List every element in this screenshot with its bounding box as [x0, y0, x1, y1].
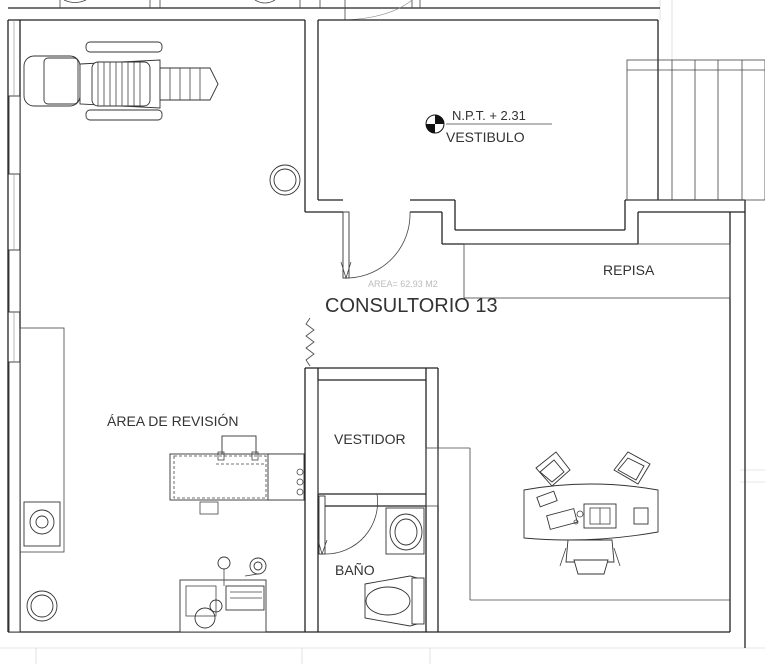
toilet: [364, 575, 425, 627]
area-note: AREA= 62.93 M2: [368, 279, 438, 289]
treatment-chair: [23, 41, 219, 121]
round-stool-upper: [269, 164, 301, 196]
repisa-shelf: [463, 243, 731, 299]
entrance-door: [340, 211, 411, 280]
consultorio-title: CONSULTORIO 13: [325, 295, 498, 317]
left-counter: [19, 327, 65, 553]
vestidor-label: VESTIDOR: [334, 431, 406, 447]
bano-door: [317, 493, 378, 556]
npt-level-label: N.P.T. + 2.31: [452, 108, 526, 123]
level-marker-icon: [425, 114, 552, 134]
sink-bano: [385, 507, 425, 555]
bano-label: BAÑO: [335, 562, 375, 578]
examination-table: [169, 435, 305, 515]
stairs: [626, 59, 765, 201]
dental-cart: [179, 556, 267, 633]
office-desk: [523, 451, 659, 575]
area-revision-label: ÁREA DE REVISIÓN: [107, 413, 238, 429]
repisa-label: REPISA: [603, 262, 655, 278]
vestibulo-label: VESTIBULO: [446, 129, 525, 145]
vestidor-closet: [425, 447, 730, 601]
left-windows: [8, 20, 21, 633]
vestidor-door: [305, 317, 315, 367]
round-stool-lower: [26, 590, 58, 622]
top-strip: [8, 0, 660, 21]
